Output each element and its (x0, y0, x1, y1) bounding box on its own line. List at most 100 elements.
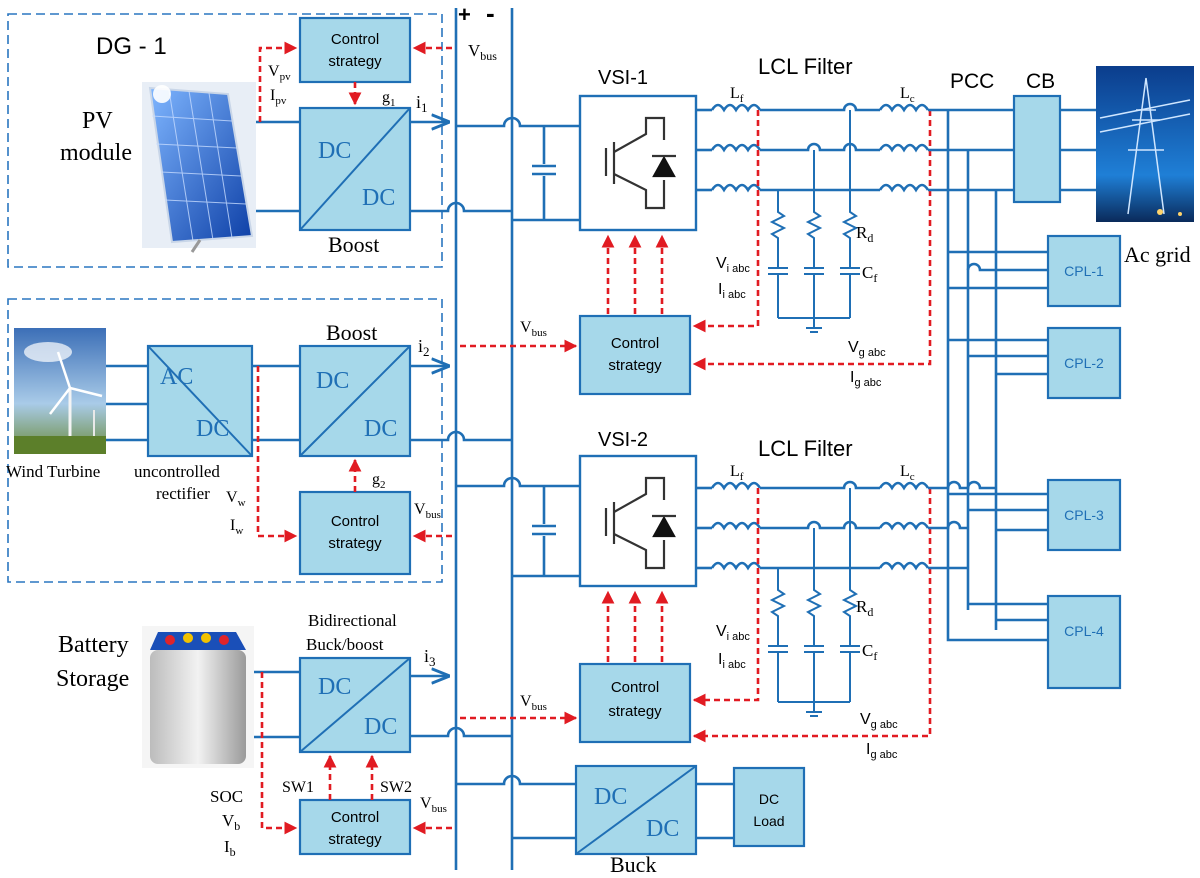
vsi1-ii-label: Ii abc (718, 281, 746, 301)
battery-control-line2: strategy (328, 831, 382, 848)
vsi2-ig-label: Ig abc (866, 741, 898, 761)
pv-control-line1: Control (331, 31, 379, 48)
lcl2-rd-label: Rd (856, 597, 873, 619)
dg1-title: DG - 1 (96, 33, 167, 60)
ac-bus-lines (928, 108, 1014, 630)
battery-dc-in: DC (318, 674, 351, 700)
vsi2-vg-label: Vg abc (860, 711, 898, 731)
battery-control-box (298, 798, 412, 856)
vsi2-box (578, 454, 698, 588)
bidir-label-1: Bidirectional (308, 611, 397, 630)
wind-control-line2: strategy (328, 535, 382, 552)
cpl4-box (1046, 594, 1122, 690)
lcl1-rc-branches (768, 110, 860, 333)
pv-current-label: i1 (416, 92, 428, 115)
vsi2-label: VSI-2 (598, 429, 648, 451)
pv-module-icon (142, 82, 256, 253)
pv-label-1: PV (82, 108, 113, 134)
dc-load-label-1: DC (759, 791, 779, 807)
lcl1-lf-label: Lf (730, 85, 744, 105)
battery-label-1: Battery (58, 632, 129, 658)
lcl2-rc-branches (768, 488, 860, 717)
battery-ib-label: Ib (224, 837, 236, 859)
lcl2-lc-label: Lc (900, 463, 915, 483)
vsi1-control-box (578, 314, 692, 396)
cpl2-label: CPL-2 (1064, 355, 1104, 371)
wind-boost-dc-in: DC (316, 368, 349, 394)
dc-load-label-2: Load (753, 813, 784, 829)
lcl1-cf-label: Cf (862, 263, 877, 285)
cpl3-box (1046, 478, 1122, 552)
rectifier-label-1: uncontrolled (134, 462, 220, 481)
dc-load-box (732, 766, 806, 848)
vsi2-igbt-icon (604, 476, 676, 570)
ac-grid-icon (1096, 66, 1194, 222)
wind-control-box (298, 490, 412, 576)
vsi1-box (578, 94, 698, 232)
wind-boost-label: Boost (326, 320, 377, 345)
lcl2-lf-label: Lf (730, 463, 744, 483)
ac-grid-label: Ac grid (1124, 242, 1191, 267)
sw1-label: SW1 (282, 779, 314, 796)
battery-soc-label: SOC (210, 787, 243, 806)
vsi2-vi-label: Vi abc (716, 623, 750, 643)
vsi2-control-line2: strategy (608, 703, 662, 720)
vsi2-vbus-label: Vbus (520, 693, 547, 713)
lcl2-title: LCL Filter (758, 436, 853, 461)
wind-boost-dc-out: DC (364, 416, 397, 442)
pv-boost-dc-in: DC (318, 138, 351, 164)
buck-label: Buck (610, 852, 656, 877)
bus-voltage-label-2: Vbus (414, 501, 441, 521)
battery-control-line1: Control (331, 809, 379, 826)
pv-boost-dc-out: DC (362, 185, 395, 211)
pv-g1-label: g1 (382, 89, 396, 109)
vsi2-control-box (578, 662, 692, 744)
wind-vw-label: Vw (226, 489, 246, 509)
cpl3-label: CPL-3 (1064, 507, 1104, 523)
vsi1-igbt-icon (604, 116, 676, 210)
cb-label: CB (1026, 70, 1055, 93)
cpl1-label: CPL-1 (1064, 263, 1104, 279)
wind-control-line1: Control (331, 513, 379, 530)
wind-turbine-icon (14, 328, 106, 454)
lcl2-lc-inductors (878, 481, 930, 571)
rectifier-ac-label: AC (160, 364, 193, 390)
bidir-label-2: Buck/boost (306, 635, 384, 654)
lcl1-title: LCL Filter (758, 54, 853, 79)
bus-minus-label: - (486, 0, 495, 28)
vsi1-control-line1: Control (611, 335, 659, 352)
circuit-breaker (1012, 94, 1062, 204)
pv-control-line2: strategy (328, 53, 382, 70)
pv-ipv-label: Ipv (270, 87, 287, 107)
wind-turbine-label: Wind Turbine (6, 462, 100, 481)
buck-dc-in: DC (594, 784, 627, 810)
bus-voltage-label-3: Vbus (420, 795, 447, 815)
pcc-label: PCC (950, 70, 994, 93)
bus-voltage-label-1: Vbus (468, 41, 497, 63)
lcl1-lc-inductors (878, 103, 930, 193)
cpl-feeders (946, 250, 1048, 642)
wind-iw-label: Iw (230, 517, 243, 537)
vsi1-vi-label: Vi abc (716, 255, 750, 275)
lcl1-rd-label: Rd (856, 223, 873, 245)
pv-vpv-label: Vpv (268, 63, 291, 83)
vsi1-control-line2: strategy (608, 357, 662, 374)
battery-dc-out: DC (364, 714, 397, 740)
dg1-group (7, 13, 443, 268)
lcl2-lf-inductors (710, 481, 762, 571)
vsi1-vbus-label: Vbus (520, 319, 547, 339)
rectifier-label-2: rectifier (156, 484, 210, 503)
vsi1-vg-label: Vg abc (848, 339, 886, 359)
vsi2-control-line1: Control (611, 679, 659, 696)
wind-current-label: i2 (418, 336, 430, 359)
battery-label-2: Storage (56, 666, 129, 692)
lcl1-lc-label: Lc (900, 85, 915, 105)
battery-current-label: i3 (424, 646, 436, 669)
vsi1-label: VSI-1 (598, 67, 648, 89)
bus-plus-label: + (458, 2, 471, 27)
cpl4-label: CPL-4 (1064, 623, 1104, 639)
cpl2-box (1046, 326, 1122, 400)
battery-vb-label: Vb (222, 811, 240, 833)
cpl1-box (1046, 234, 1122, 308)
